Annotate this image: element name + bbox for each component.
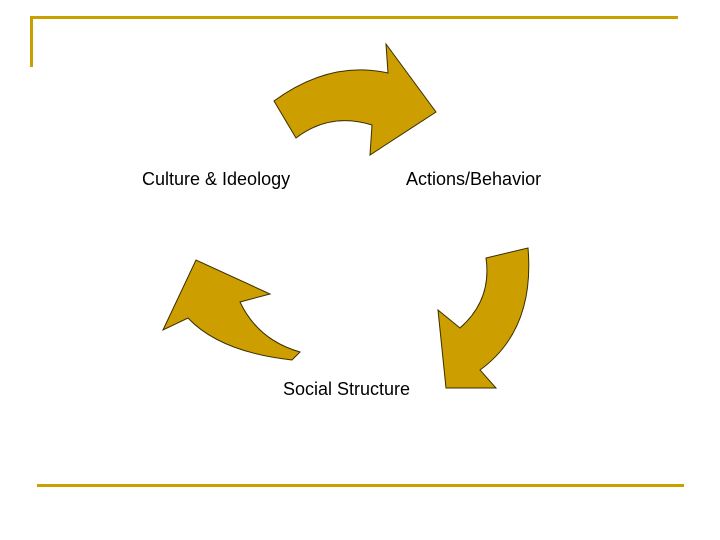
bottom-rule xyxy=(37,484,684,487)
node-actions-behavior: Actions/Behavior xyxy=(406,169,542,189)
node-social-structure: Social Structure xyxy=(283,379,411,399)
arrow-actions-to-social xyxy=(437,247,530,389)
left-rule xyxy=(30,16,33,67)
node-culture-ideology: Culture & Ideology xyxy=(142,169,291,189)
top-rule xyxy=(30,16,678,19)
arrow-culture-to-actions xyxy=(273,42,437,156)
arrow-social-to-culture xyxy=(161,259,301,361)
